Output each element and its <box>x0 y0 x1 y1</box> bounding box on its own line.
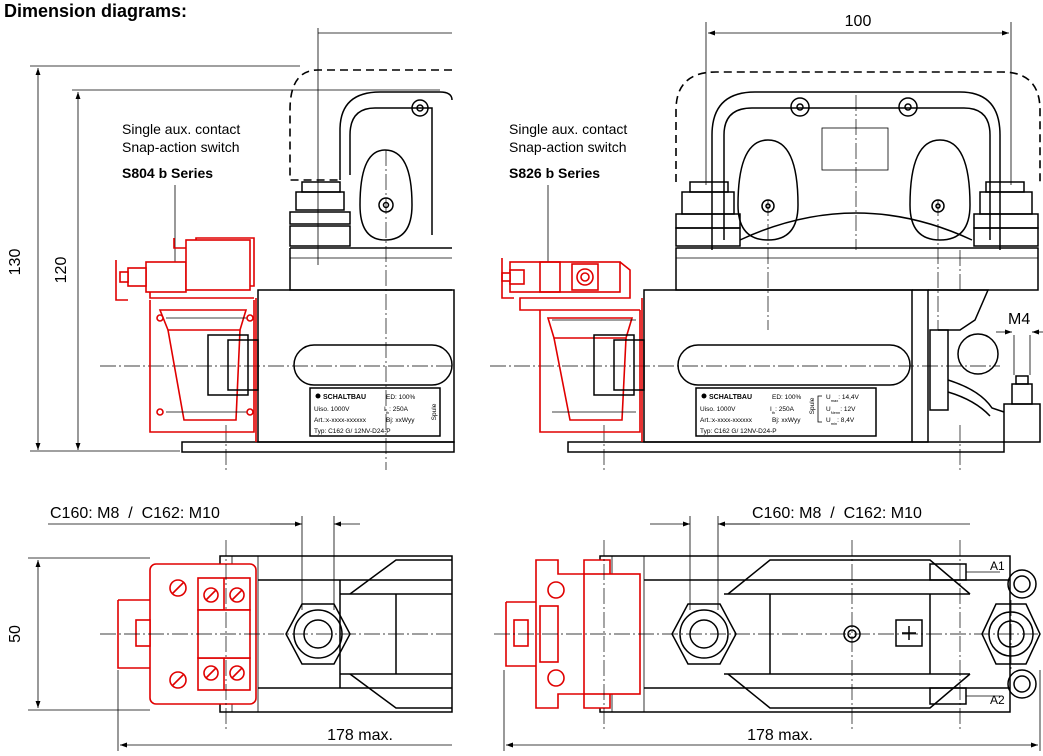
svg-text:Umax: 14,4V: Umax: 14,4V <box>826 394 860 403</box>
nameplate-ed: ED: 100% <box>386 394 415 401</box>
left-series-label: S804 b Series <box>122 165 213 181</box>
page-title: Dimension diagrams: <box>4 1 187 21</box>
nameplate-right-typ: Typ: C162 G/ 12NV-D24-P <box>700 428 777 435</box>
nameplate-art: Art.:x-xxxx-xxxxxx <box>314 417 367 424</box>
svg-text:Umin: 8,4V: Umin: 8,4V <box>826 417 855 426</box>
thread-m4-label: M4 <box>1008 311 1030 328</box>
terminal-a2-label: A2 <box>990 693 1005 707</box>
top-right-side-view: 100 Single aux. contact Snap-action swit… <box>490 13 1043 470</box>
dim-120-label: 120 <box>53 257 70 284</box>
nameplate-right-ith: 250A <box>779 406 795 413</box>
terminal-a1-label: A1 <box>990 559 1005 573</box>
nameplate-right-bj: Bj: xxWyy <box>772 417 801 424</box>
dim-130-label: 130 <box>7 249 24 276</box>
nameplate-right-ed: ED: 100% <box>772 394 801 401</box>
right-callout-line2: Snap-action switch <box>509 139 627 155</box>
left-callout-line1: Single aux. contact <box>122 121 240 137</box>
nameplate-right-uiso: Uiso. 1000V <box>700 406 736 413</box>
nameplate-bj: Bj: xxWyy <box>386 417 415 424</box>
svg-text:UNenn: 12V: UNenn: 12V <box>826 406 856 415</box>
nameplate-spule: Spule <box>431 403 438 420</box>
bottom-right-thread-spec: C160: M8 / C162: M10 <box>752 505 922 522</box>
nameplate-ith: 250A <box>393 406 409 413</box>
right-series-label: S826 b Series <box>509 165 600 181</box>
svg-text:Ith: 250A: Ith: 250A <box>384 406 409 415</box>
nameplate-brand: SCHALTBAU <box>323 394 366 401</box>
top-left-side-view: 130 120 Single aux. contact Snap-action … <box>7 28 455 470</box>
svg-text:Ith: 250A: Ith: 250A <box>770 406 795 415</box>
dim-100-label: 100 <box>845 13 872 30</box>
nameplate-umax: 14,4V <box>842 394 860 401</box>
dim-50-label: 50 <box>7 625 24 643</box>
nameplate-right-spule: Spule <box>809 397 816 414</box>
nameplate-typ: Typ: C162 G/ 12NV-D24-P <box>314 428 391 435</box>
nameplate-right-art: Art.:x-xxxx-xxxxxx <box>700 417 753 424</box>
bottom-left-top-view: C160: M8 / C162: M10 50 <box>7 505 453 751</box>
aux-contact-s826 <box>501 258 643 442</box>
bottom-left-length-label: 178 max. <box>327 727 393 744</box>
left-callout-line2: Snap-action switch <box>122 139 240 155</box>
nameplate-unenn: 12V <box>844 406 856 413</box>
bottom-right-length-label: 178 max. <box>747 727 813 744</box>
nameplate-umin: 8,4V <box>841 417 855 424</box>
right-callout-line1: Single aux. contact <box>509 121 627 137</box>
nameplate-uiso: Uiso. 1000V <box>314 406 350 413</box>
bottom-left-thread-spec: C160: M8 / C162: M10 <box>50 505 220 522</box>
aux-contact-s804 <box>115 237 257 442</box>
nameplate-right-brand: SCHALTBAU <box>709 394 752 401</box>
bottom-right-top-view: C160: M8 / C162: M10 <box>494 505 1041 751</box>
